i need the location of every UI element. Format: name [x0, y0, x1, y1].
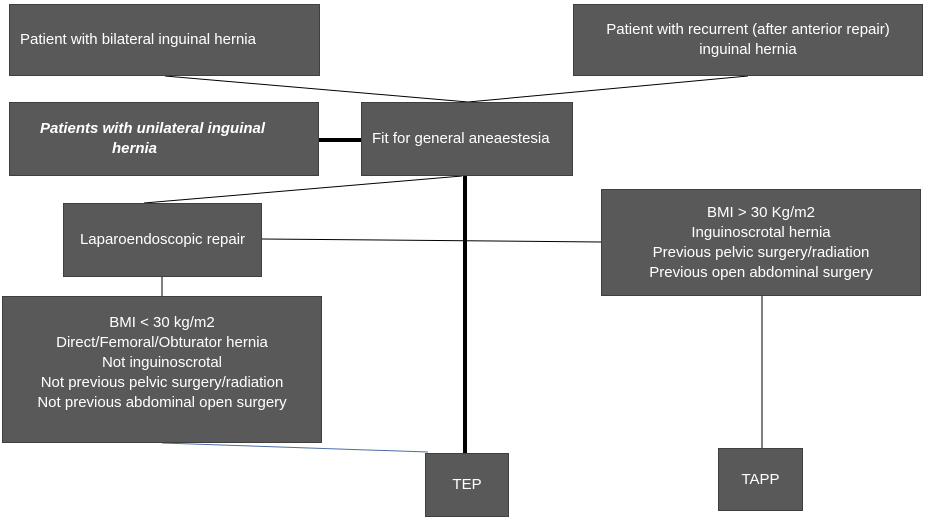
line-fit-to-laparo	[143, 175, 463, 204]
tapp-label: TAPP	[741, 470, 780, 488]
recurrent-hernia-box: Patient with recurrent (after anterior r…	[573, 4, 923, 76]
line-recurrent-to-fit	[467, 75, 749, 103]
tapp-criteria-line-2: Inguinoscrotal hernia	[691, 223, 831, 241]
tapp-criteria-line-3: Previous pelvic surgery/radiation	[652, 243, 870, 261]
tep-label: TEP	[452, 476, 482, 493]
recurrent-hernia-line-1: Patient with recurrent (after anterior r…	[606, 21, 890, 38]
fit-anaesthesia-label: Fit for general aneaestesia	[372, 130, 550, 147]
bilateral-hernia-label: Patient with bilateral inguinal hernia	[20, 31, 256, 48]
tep-criteria-line-4: Not previous pelvic surgery/radiation	[40, 373, 284, 391]
recurrent-hernia-line-2: inguinal hernia	[699, 41, 797, 58]
line-laparo-to-tapp-criteria	[261, 238, 603, 243]
tep-criteria-line-5: Not previous abdominal open surgery	[37, 393, 287, 411]
tep-criteria-box: BMI < 30 kg/m2 Direct/Femoral/Obturator …	[2, 296, 322, 443]
fit-anaesthesia-box: Fit for general aneaestesia	[361, 102, 573, 176]
tapp-criteria-line-1: BMI > 30 Kg/m2	[707, 203, 815, 221]
line-tep-criteria-to-tep	[161, 442, 429, 453]
tep-criteria-line-1: BMI < 30 kg/m2	[109, 313, 215, 331]
unilateral-hernia-box: Patients with unilateral inguinal hernia	[9, 102, 319, 176]
tapp-criteria-box: BMI > 30 Kg/m2 Inguinoscrotal hernia Pre…	[601, 189, 921, 296]
tep-criteria-line-2: Direct/Femoral/Obturator hernia	[56, 333, 268, 351]
unilateral-hernia-line-1: Patients with unilateral inguinal	[40, 120, 266, 137]
laparoendoscopic-repair-box: Laparoendoscopic repair	[63, 203, 262, 277]
tapp-criteria-line-4: Previous open abdominal surgery	[649, 263, 873, 281]
bilateral-hernia-box: Patient with bilateral inguinal hernia	[9, 4, 320, 76]
laparoendoscopic-repair-label: Laparoendoscopic repair	[79, 231, 246, 248]
tapp-box: TAPP	[718, 448, 803, 511]
tep-criteria-line-3: Not inguinoscrotal	[101, 353, 223, 371]
line-bilateral-to-fit	[164, 75, 469, 103]
tep-box: TEP	[425, 453, 509, 517]
unilateral-hernia-line-2: hernia	[112, 140, 158, 157]
